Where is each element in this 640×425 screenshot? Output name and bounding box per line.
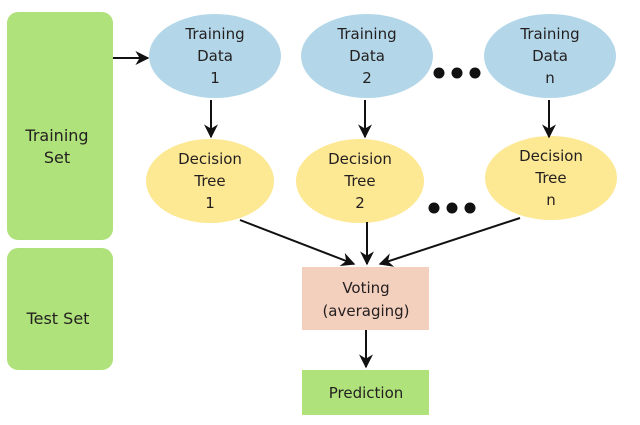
decision-tree-label-line: Tree xyxy=(343,172,375,190)
ellipsis-icon-top xyxy=(433,67,481,79)
decision-tree-ellipse xyxy=(485,136,617,220)
training-set-label-line2: Set xyxy=(44,148,70,167)
training-data-label-line: n xyxy=(545,69,555,87)
arrow-treen-to-voting xyxy=(378,217,521,267)
decision-tree-label-line: Decision xyxy=(328,150,392,168)
training-data-ellipse xyxy=(301,14,433,98)
voting-box: Voting (averaging) xyxy=(302,267,429,330)
arrow-tree1-to-voting xyxy=(239,219,356,266)
decision-tree-label-line: n xyxy=(546,191,556,209)
training-data-label-line: Data xyxy=(349,47,385,65)
test-set-box: Test Set xyxy=(7,248,113,370)
decision-tree-label-line: Tree xyxy=(534,169,566,187)
decision-tree-label-line: Decision xyxy=(519,147,583,165)
decision-tree-label-line: Tree xyxy=(193,172,225,190)
training-data-label-line: Data xyxy=(532,47,568,65)
training-data-label-line: Training xyxy=(336,25,396,43)
training-data-label-line: 2 xyxy=(362,69,372,87)
decision-tree-ellipse xyxy=(296,139,424,223)
training-data-ellipse xyxy=(484,14,616,98)
training-data-label-line: Data xyxy=(197,47,233,65)
decision-tree-label-line: 1 xyxy=(205,194,215,212)
training-set-label-line1: Training xyxy=(24,126,88,145)
voting-label-line1: Voting xyxy=(342,279,389,297)
prediction-box: Prediction xyxy=(302,370,429,415)
prediction-label: Prediction xyxy=(329,384,404,402)
decision-tree-ellipse xyxy=(146,139,274,223)
decision-tree-label-line: Decision xyxy=(178,150,242,168)
test-set-label: Test Set xyxy=(26,309,90,328)
training-set-box: Training Set xyxy=(7,12,113,240)
training-data-label-line: Training xyxy=(519,25,579,43)
ellipsis-icon-bottom xyxy=(428,202,476,214)
training-data-ellipse xyxy=(149,14,281,98)
training-data-label-line: 1 xyxy=(210,69,220,87)
training-data-label-line: Training xyxy=(184,25,244,43)
decision-tree-label-line: 2 xyxy=(355,194,365,212)
voting-label-line2: (averaging) xyxy=(322,302,409,320)
